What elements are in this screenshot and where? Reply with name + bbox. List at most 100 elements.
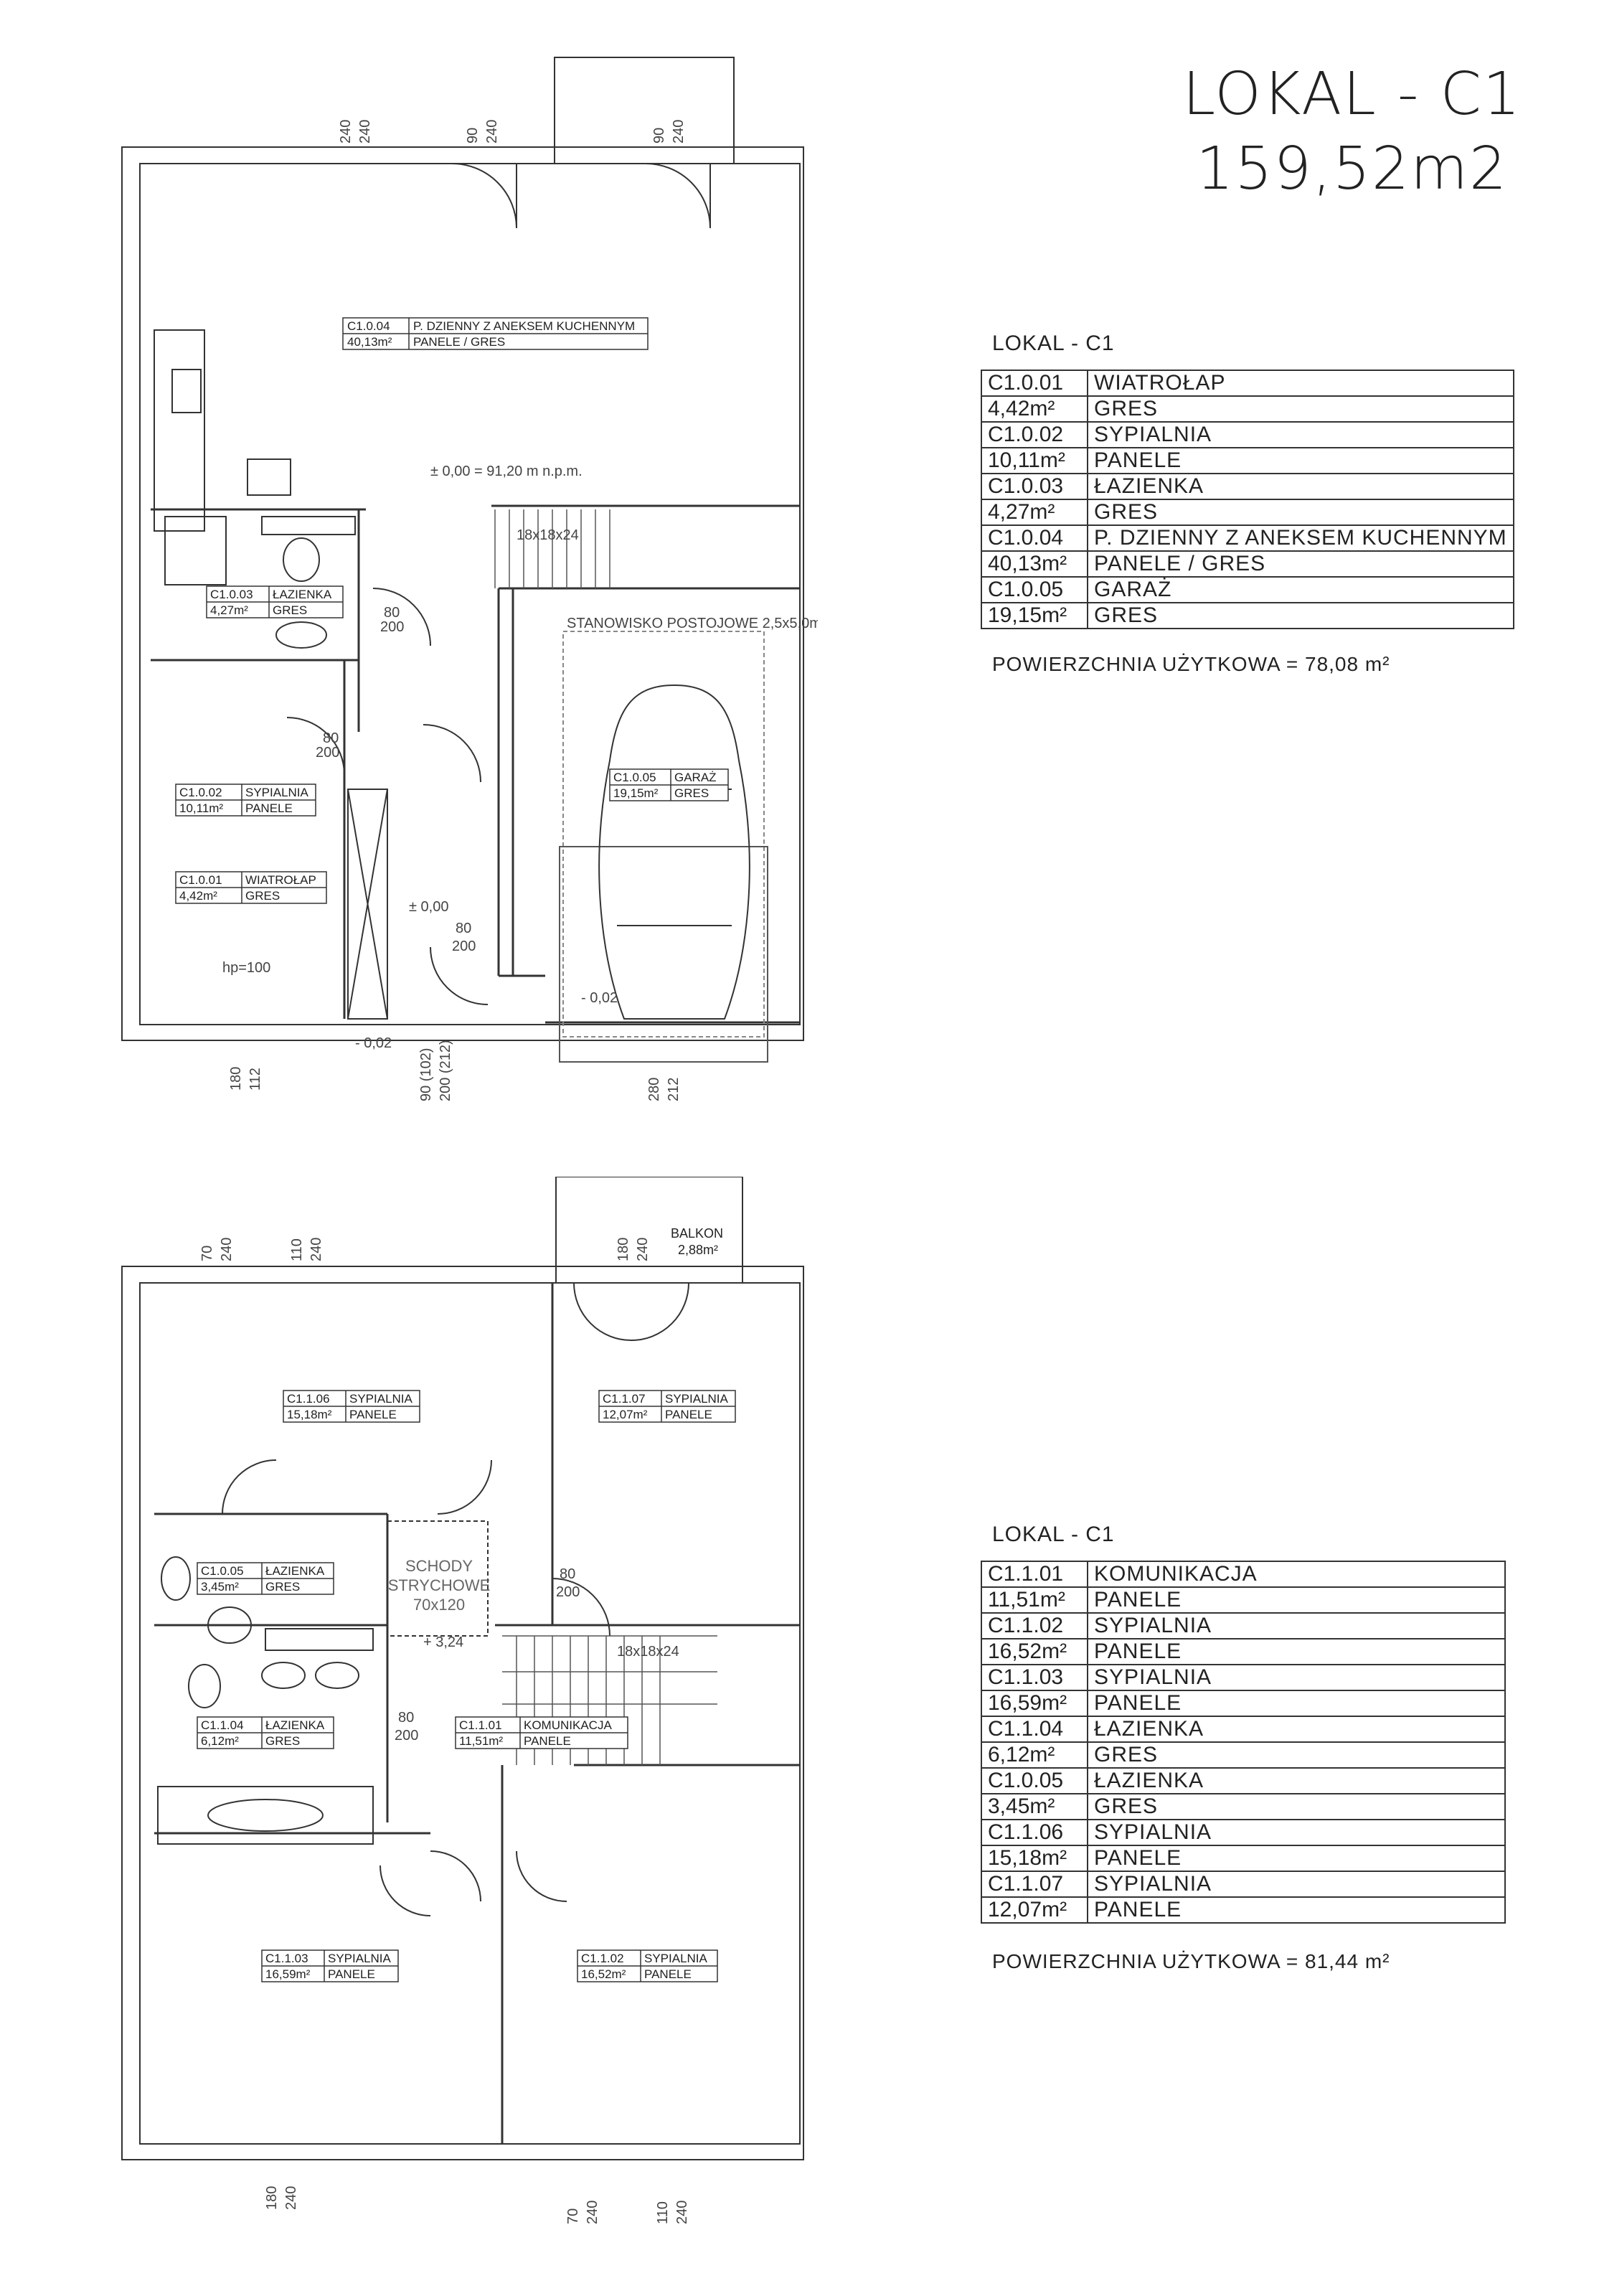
dim-top: 240 xyxy=(671,120,687,144)
room-desc-cell: PANELE xyxy=(1087,1638,1506,1665)
room-area: 15,18m² xyxy=(287,1408,332,1421)
dim-bottom: 200 (212) xyxy=(438,1040,453,1101)
room-desc-cell: GRES xyxy=(1087,602,1514,629)
room-code: C1.0.03 xyxy=(210,588,253,601)
door-dim: 80 xyxy=(323,730,339,746)
dim-top: 240 xyxy=(357,120,373,144)
room-code-cell: 3,45m² xyxy=(981,1793,1088,1820)
room-code: C1.0.05 xyxy=(201,1564,244,1578)
stairs-label: 18x18x24 xyxy=(517,527,579,543)
room-code: C1.1.07 xyxy=(603,1392,646,1406)
room-code-cell: 12,07m² xyxy=(981,1896,1088,1924)
room-area: 16,52m² xyxy=(581,1967,626,1981)
door-dim: 80 xyxy=(456,921,471,936)
room-code: C1.1.06 xyxy=(287,1392,330,1406)
door-dim: 200 xyxy=(316,745,339,761)
door-dim: 200 xyxy=(452,938,476,954)
room-code: C1.1.01 xyxy=(459,1718,502,1732)
room-code-cell: C1.1.02 xyxy=(981,1612,1088,1639)
balcony-label: BALKON xyxy=(671,1226,723,1241)
level-entry: ± 0,00 xyxy=(409,899,448,915)
room-area: 4,42m² xyxy=(179,889,217,903)
room-desc-cell: SYPIALNIA xyxy=(1087,1664,1506,1691)
room-code-cell: 10,11m² xyxy=(981,447,1088,474)
room-desc-cell: PANELE xyxy=(1087,1690,1506,1717)
room-code-cell: C1.0.04 xyxy=(981,524,1088,552)
room-area: 11,51m² xyxy=(459,1734,503,1748)
door-dim: 80 xyxy=(560,1566,575,1582)
door-dim: 200 xyxy=(556,1584,580,1600)
room-floor: GRES xyxy=(265,1734,300,1748)
dim-bottom: 280 xyxy=(646,1078,662,1101)
room-area: 16,59m² xyxy=(265,1967,311,1981)
door-dim: 200 xyxy=(380,619,404,635)
dim-bottom: 212 xyxy=(666,1078,682,1101)
room-area: 6,12m² xyxy=(201,1734,239,1748)
room-area: 12,07m² xyxy=(603,1408,648,1421)
room-name: ŁAZIENKA xyxy=(273,588,332,601)
room-desc-cell: ŁAZIENKA xyxy=(1087,1716,1506,1743)
room-floor: GRES xyxy=(273,603,307,617)
room-code: C1.1.02 xyxy=(581,1952,624,1965)
room-name: SYPIALNIA xyxy=(349,1392,413,1406)
room-code-cell: C1.0.05 xyxy=(981,1767,1088,1794)
room-code: C1.0.02 xyxy=(179,786,222,799)
room-floor: PANELE xyxy=(644,1967,692,1981)
level-upper: + 3,24 xyxy=(423,1634,463,1650)
ground-table-heading: LOKAL - C1 xyxy=(992,331,1115,355)
room-name: GARAŻ xyxy=(674,771,717,784)
room-floor: PANELE xyxy=(665,1408,712,1421)
attic-stairs-size: 70x120 xyxy=(413,1596,465,1614)
room-name: P. DZIENNY Z ANEKSEM KUCHENNYM xyxy=(413,319,635,333)
level-garage: - 0,02 xyxy=(581,990,618,1006)
room-desc-cell: SYPIALNIA xyxy=(1087,421,1514,448)
door-dim: 80 xyxy=(398,1710,414,1726)
ground-floor-plan: ± 0,00 = 91,20 m n.p.m. ± 0,00 - 0,02 - … xyxy=(0,43,818,1105)
attic-stairs-label: STRYCHOWE xyxy=(388,1576,491,1594)
room-desc-cell: PANELE / GRES xyxy=(1087,550,1514,578)
dim-top: 240 xyxy=(219,1238,235,1261)
room-code-cell: C1.0.02 xyxy=(981,421,1088,448)
room-desc-cell: GRES xyxy=(1087,1741,1506,1769)
room-code-cell: 40,13m² xyxy=(981,550,1088,578)
ground-total-area: POWIERZCHNIA UŻYTKOWA = 78,08 m² xyxy=(992,653,1390,675)
room-desc-cell: ŁAZIENKA xyxy=(1087,473,1514,500)
upper-table-heading: LOKAL - C1 xyxy=(992,1523,1115,1546)
room-code-cell: C1.1.04 xyxy=(981,1716,1088,1743)
room-code: C1.0.01 xyxy=(179,873,222,887)
room-code-cell: 4,42m² xyxy=(981,395,1088,423)
dim-top: 240 xyxy=(635,1238,651,1261)
room-floor: GRES xyxy=(245,889,280,903)
room-desc-cell: SYPIALNIA xyxy=(1087,1871,1506,1898)
unit-title: LOKAL - C1 159,52m2 xyxy=(1182,57,1522,207)
room-code: C1.1.04 xyxy=(201,1718,244,1732)
room-desc-cell: SYPIALNIA xyxy=(1087,1819,1506,1846)
room-desc-cell: PANELE xyxy=(1087,1896,1506,1924)
room-code-cell: 16,52m² xyxy=(981,1638,1088,1665)
room-name: KOMUNIKACJA xyxy=(524,1718,612,1732)
room-desc-cell: ŁAZIENKA xyxy=(1087,1767,1506,1794)
room-desc-cell: PANELE xyxy=(1087,1845,1506,1872)
room-floor: PANELE xyxy=(328,1967,375,1981)
dim-top: 110 xyxy=(289,1238,305,1261)
dim-bottom: 240 xyxy=(674,2201,690,2224)
room-desc-cell: GRES xyxy=(1087,499,1514,526)
room-desc-cell: SYPIALNIA xyxy=(1087,1612,1506,1639)
room-code-cell: 4,27m² xyxy=(981,499,1088,526)
room-code-cell: C1.0.03 xyxy=(981,473,1088,500)
dim-top: 240 xyxy=(484,120,500,144)
